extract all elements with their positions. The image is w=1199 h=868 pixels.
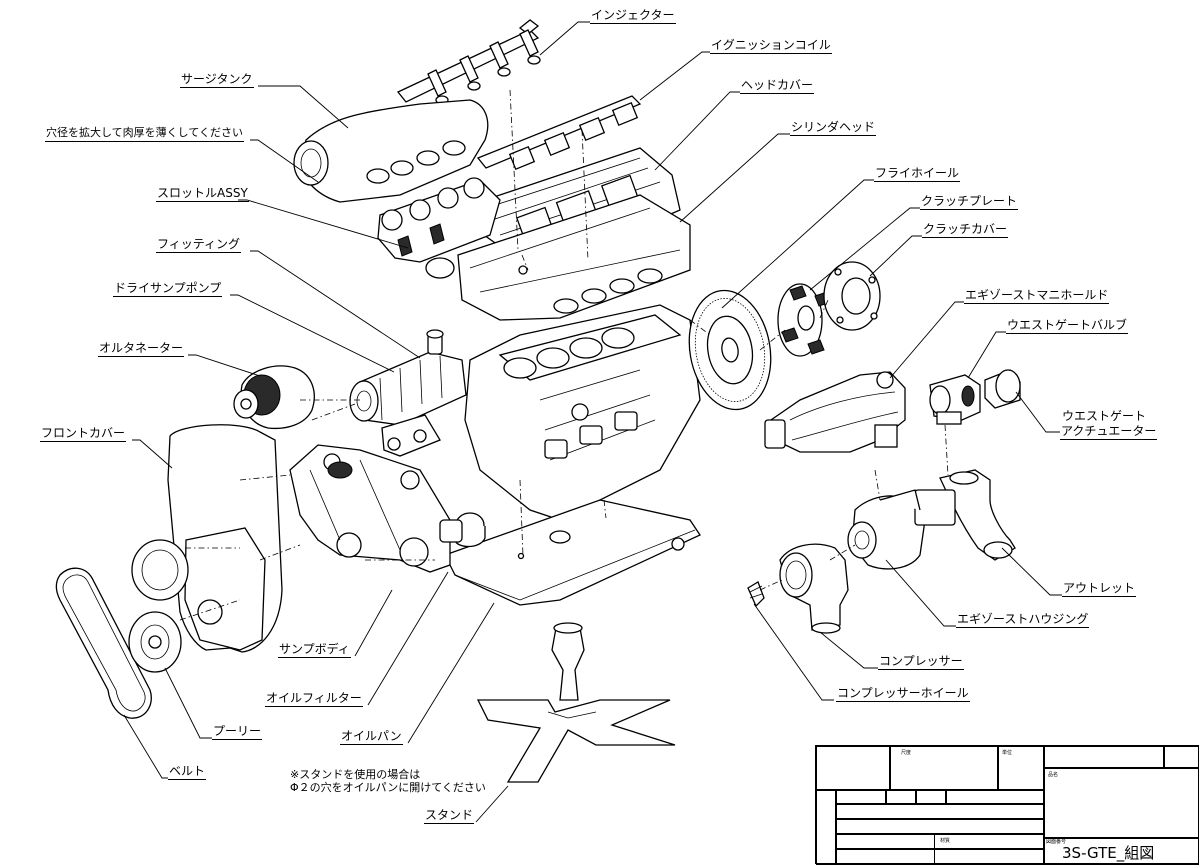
flywheel xyxy=(688,289,772,411)
label-wastegate-actuator-line1: ウエストゲート xyxy=(1062,409,1147,423)
label-clutch-cover: クラッチカバー xyxy=(922,222,1009,238)
label-fitting: フィッティング xyxy=(156,237,242,253)
label-alternator: オルタネーター xyxy=(98,341,185,357)
label-wastegate-actuator-line2: アクチュエーター xyxy=(1060,424,1158,440)
clutch-plate xyxy=(777,283,832,357)
oil-filter xyxy=(439,512,486,548)
label-compressor-wheel: コンプレッサーホイール xyxy=(836,686,970,702)
stand-hole-mark xyxy=(517,552,525,560)
label-flywheel: フライホイール xyxy=(874,166,961,182)
leader-lines xyxy=(123,21,1062,823)
stand xyxy=(476,622,676,783)
label-outlet: アウトレット xyxy=(1062,581,1137,597)
title-block-cell xyxy=(946,790,1044,804)
label-belt: ベルト xyxy=(168,764,207,780)
exhaust-housing xyxy=(847,489,956,570)
title-block-material-label: 材質 xyxy=(940,838,951,844)
alternator xyxy=(233,365,315,430)
cylinder-head xyxy=(457,194,691,321)
compressor-wheel xyxy=(747,581,765,608)
drawing-title: 3S-GTE_組図 xyxy=(1062,844,1155,862)
title-block-name-cell xyxy=(1044,768,1199,838)
title-block-cell xyxy=(836,804,1044,819)
label-ignition-coil: イグニッションコイル xyxy=(710,38,832,54)
label-pulley: プーリー xyxy=(212,724,263,740)
title-block-cell xyxy=(1044,746,1164,768)
label-sump-body: サンプボディ xyxy=(278,642,351,658)
title-block-cell xyxy=(916,790,946,804)
belt xyxy=(55,567,152,719)
title-block-material-cell xyxy=(934,834,1044,865)
label-injector: インジェクター xyxy=(590,8,676,24)
label-surge-tank: サージタンク xyxy=(180,72,254,88)
title-block-dwgno-label: 図面番号 xyxy=(1046,839,1067,845)
surge-tank xyxy=(293,99,489,203)
title-block-cell xyxy=(890,746,998,790)
label-head-cover: ヘッドカバー xyxy=(740,78,815,94)
injector-rail xyxy=(396,19,541,105)
label-exhaust-housing: エギゾーストハウジング xyxy=(956,612,1090,628)
wastegate-valve xyxy=(929,374,981,425)
title-block-cell xyxy=(836,819,1044,834)
ignition-coils xyxy=(476,95,642,171)
title-block-cell xyxy=(816,790,836,865)
label-dry-sump-pump: ドライサンプポンプ xyxy=(113,281,223,297)
title-block-cell xyxy=(836,790,886,804)
title-block-unit-label: 単位 xyxy=(1002,750,1013,756)
label-clutch-plate: クラッチプレート xyxy=(920,194,1019,210)
title-block-name-label: 品名 xyxy=(1048,772,1059,778)
label-stand: スタンド xyxy=(424,808,475,824)
label-front-cover: フロントカバー xyxy=(40,426,127,442)
engine-block xyxy=(464,304,701,521)
wastegate-actuator xyxy=(984,369,1021,409)
compressor xyxy=(779,543,849,634)
title-block-scale-label: 尺度 xyxy=(901,750,912,756)
title-block-cell xyxy=(886,790,916,804)
sump-body xyxy=(289,444,451,573)
pulley xyxy=(128,539,189,673)
fitting xyxy=(381,414,441,457)
stand-note-line2: Φ２の穴をオイルパンに開けてください xyxy=(290,781,486,794)
title-block-cell xyxy=(998,746,1044,790)
label-throttle-assy: スロットルASSY xyxy=(156,186,249,202)
stand-note-line1: ※スタンドを使用の場合は xyxy=(290,768,421,781)
title-block-notes-cell xyxy=(816,746,890,790)
dry-sump-pump xyxy=(349,329,467,426)
label-oil-filter: オイルフィルター xyxy=(265,691,363,707)
throttle-assy xyxy=(377,177,501,279)
clutch-cover xyxy=(823,261,881,331)
oil-pan xyxy=(444,499,701,606)
title-block-cell xyxy=(1164,746,1199,768)
label-surge-tank-note: 穴径を拡大して肉厚を薄くしてください xyxy=(45,126,245,142)
label-cylinder-head: シリンダヘッド xyxy=(790,120,877,136)
label-compressor: コンプレッサー xyxy=(878,654,964,670)
front-cover xyxy=(167,424,283,653)
outlet xyxy=(939,469,1016,561)
exhaust-manifold xyxy=(764,371,906,453)
label-wastegate-valve: ウエストゲートバルブ xyxy=(1006,318,1129,334)
label-exhaust-manifold: エギゾーストマニホールド xyxy=(964,288,1110,304)
center-lines xyxy=(179,89,949,621)
label-oil-pan: オイルパン xyxy=(340,729,403,745)
